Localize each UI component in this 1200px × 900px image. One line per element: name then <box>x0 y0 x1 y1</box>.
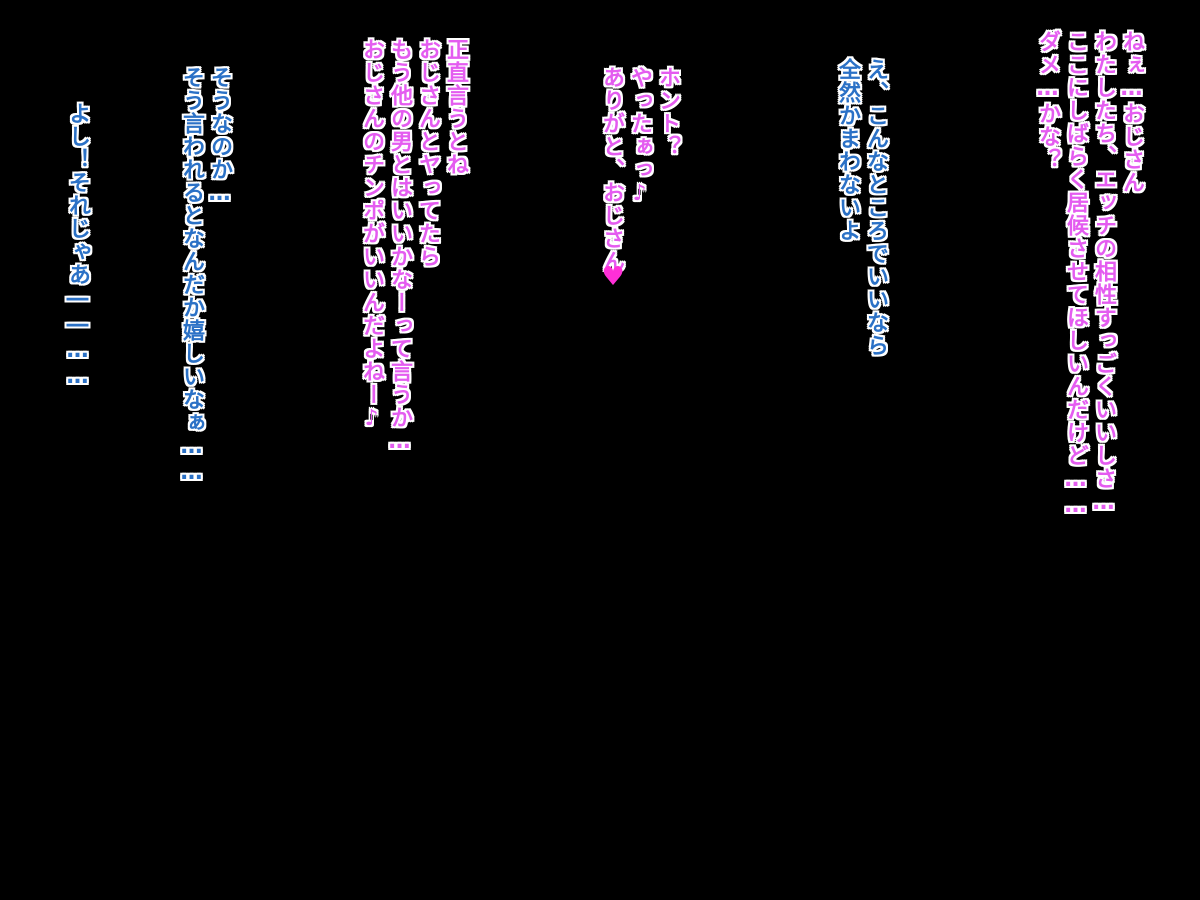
dialogue-line: おじさんとヤってたら <box>415 38 440 268</box>
dialogue-line: よし！それじゃあ――…… <box>65 102 90 390</box>
dialogue-line: そうなのか… <box>207 66 232 207</box>
dialogue-line: 正直言うとね <box>443 38 468 176</box>
dialogue-line: ねぇ…おじさん <box>1119 30 1144 194</box>
heart-icon: ♥ <box>598 262 628 293</box>
dialogue-line: 全然かまわないよ <box>835 58 860 242</box>
dialogue-line: ホント？ <box>655 66 680 158</box>
dialogue-line: おじさんのチンポがいいんだよねー♪ <box>359 38 384 432</box>
dialogue-line: もう他の男とはいいかなーって言うか… <box>387 38 412 455</box>
dialogue-line: ダメ…かな？ <box>1035 30 1060 171</box>
dialogue-line: わたしたち、エッチの相性すっごくいいしさ… <box>1091 30 1116 516</box>
dialogue-line: ここにしばらく居候させてほしいんだけど…… <box>1063 30 1088 519</box>
dialogue-line: ありがと、おじさん <box>599 66 624 273</box>
dialogue-line: そう言われるとなんだか嬉しいなぁ…… <box>179 66 204 486</box>
dialogue-line: え、こんなところでいいなら <box>863 58 888 357</box>
dialogue-line: やったぁっ♪ <box>627 66 652 207</box>
